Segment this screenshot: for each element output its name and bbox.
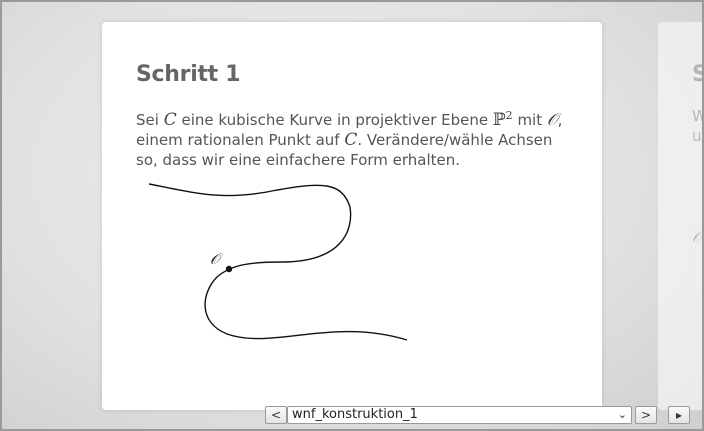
text-part: , einem rationalen Punkt auf: [136, 111, 563, 149]
slide-card: Schritt 1 Sei C eine kubische Kurve in p…: [102, 22, 602, 410]
math-projective-plane: ℙ: [492, 110, 506, 130]
next-slide-text: W u: [692, 107, 702, 145]
next-slide-button[interactable]: >: [635, 406, 657, 424]
text-part: . Verändere/wähle Achsen so, dass wir ei…: [136, 131, 553, 169]
slide-select[interactable]: wnf_konstruktion_1 ⌄: [287, 406, 632, 424]
slide-title: Schritt 1: [136, 62, 241, 87]
slide-text: Sei C eine kubische Kurve in projektiver…: [136, 106, 576, 170]
next-slide-symbol: 𝒪: [692, 228, 702, 246]
point-label-o: 𝒪: [210, 250, 223, 268]
next-slide-card-preview: S W u 𝒪: [658, 22, 702, 410]
cubic-curve: [148, 183, 408, 341]
play-button[interactable]: ▸: [668, 406, 690, 424]
text-part: mit: [512, 111, 547, 129]
cubic-curve-figure: 𝒪: [148, 183, 408, 341]
math-point-o: 𝒪: [546, 110, 558, 130]
math-exponent: 2: [505, 109, 513, 122]
text-part: eine kubische Kurve in projektiver Ebene: [176, 111, 493, 129]
slide-select-value: wnf_konstruktion_1: [292, 407, 418, 422]
chevron-down-icon: ⌄: [617, 408, 627, 421]
math-curve-c: C: [163, 110, 177, 130]
math-curve-c: C: [344, 130, 358, 150]
prev-slide-button[interactable]: <: [265, 406, 287, 424]
next-slide-title: S: [692, 62, 702, 87]
text-part: Sei: [136, 111, 164, 129]
rational-point-o: [225, 265, 233, 273]
